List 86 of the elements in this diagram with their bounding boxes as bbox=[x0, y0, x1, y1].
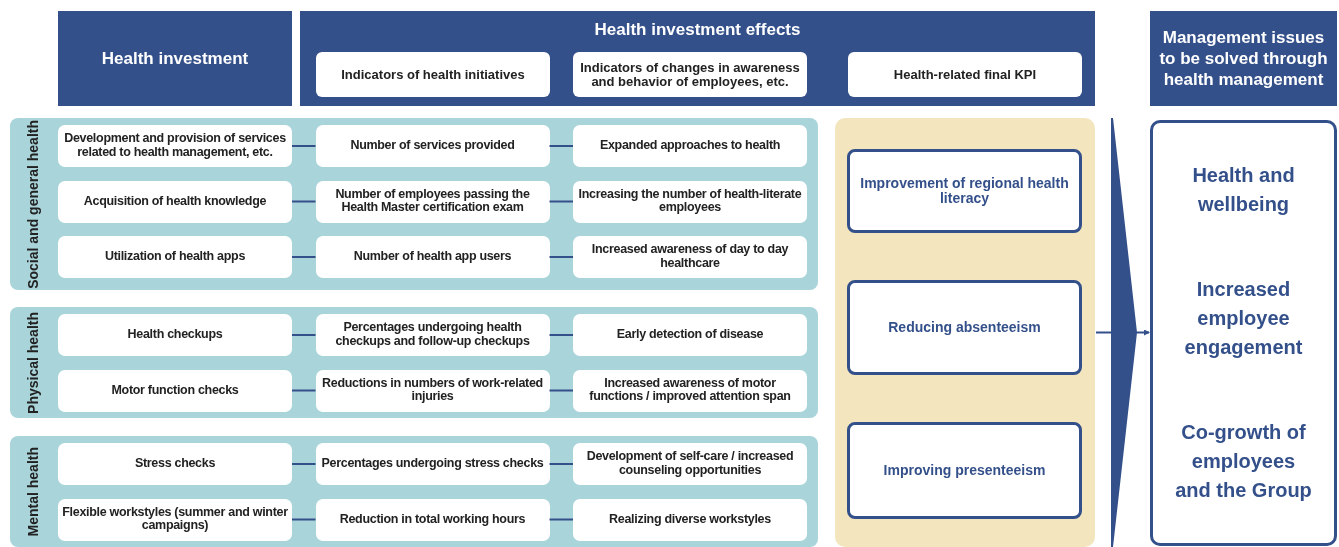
item-text: Utilization of health apps bbox=[103, 250, 247, 264]
item-box bbox=[58, 125, 292, 167]
connector-line bbox=[548, 256, 574, 258]
item-box bbox=[315, 369, 550, 412]
item-text: Realizing diverse workstyles bbox=[608, 512, 772, 527]
column-header-text: Health-related final KPI bbox=[892, 67, 1038, 82]
category-label: Social and general health bbox=[24, 119, 43, 289]
item-box bbox=[58, 443, 292, 485]
item-box bbox=[315, 314, 550, 356]
item-box bbox=[58, 314, 292, 356]
issue-text: Increased employee engagement bbox=[1183, 277, 1304, 360]
header-band bbox=[1150, 11, 1337, 106]
header-text: Health investment effects bbox=[593, 21, 802, 40]
item-box bbox=[315, 125, 550, 167]
item-box bbox=[58, 369, 292, 412]
header-band bbox=[58, 11, 292, 106]
header-text: Health investment bbox=[100, 47, 250, 70]
item-box bbox=[315, 180, 550, 223]
item-text: Number of employees passing the Health Master certification exam bbox=[334, 187, 531, 216]
header-band bbox=[300, 11, 1095, 106]
item-box bbox=[573, 498, 807, 541]
item-text: Increasing the number of health-literate employees bbox=[577, 187, 803, 216]
connector-line bbox=[291, 145, 317, 147]
connector-line bbox=[291, 334, 317, 336]
column-header-text: Indicators of changes in awareness and behavior of employees, etc. bbox=[579, 60, 801, 89]
kpi-panel bbox=[835, 118, 1095, 547]
item-text: Number of health app users bbox=[352, 250, 513, 264]
kpi-box bbox=[847, 149, 1082, 233]
item-box bbox=[573, 236, 807, 278]
column-header bbox=[573, 52, 807, 97]
connector-line bbox=[548, 334, 574, 336]
connector-line bbox=[548, 145, 574, 147]
connector-line bbox=[548, 518, 574, 521]
item-text: Early detection of disease bbox=[615, 328, 765, 342]
item-box bbox=[573, 314, 807, 356]
connector-line bbox=[291, 256, 317, 258]
item-box bbox=[58, 180, 292, 223]
chevron-arrow bbox=[1095, 117, 1150, 547]
connector-line bbox=[291, 463, 317, 465]
kpi-text: Improving presenteeism bbox=[882, 462, 1047, 479]
item-text: Flexible workstyles (summer and winter campaigns) bbox=[61, 505, 289, 534]
item-text: Number of services provided bbox=[349, 139, 516, 153]
connector-line bbox=[291, 200, 317, 203]
item-text: Development and provision of services related to health management, etc. bbox=[63, 132, 287, 160]
item-box bbox=[315, 498, 550, 541]
column-header-text: Indicators of health initiatives bbox=[340, 67, 526, 82]
kpi-text: Improvement of regional health literacy bbox=[859, 175, 1070, 207]
item-box bbox=[58, 498, 292, 541]
item-box bbox=[573, 180, 807, 223]
item-box bbox=[315, 236, 550, 278]
kpi-box bbox=[847, 422, 1082, 519]
category-band bbox=[10, 118, 818, 290]
item-text: Percentages undergoing health checkups and follow-up checkups bbox=[334, 321, 531, 349]
issue-text: Health and wellbeing bbox=[1191, 163, 1296, 217]
item-text: Health checkups bbox=[126, 328, 224, 342]
item-box bbox=[573, 369, 807, 412]
category-band bbox=[10, 307, 818, 418]
column-header bbox=[316, 52, 550, 97]
item-box bbox=[315, 443, 550, 485]
item-text: Motor function checks bbox=[110, 383, 240, 398]
connector-line bbox=[291, 518, 317, 521]
category-label: Physical health bbox=[24, 311, 43, 414]
item-text: Acquisition of health knowledge bbox=[82, 194, 268, 209]
connector-line bbox=[291, 389, 317, 392]
item-box bbox=[573, 443, 807, 485]
item-box bbox=[58, 236, 292, 278]
issues-box bbox=[1150, 120, 1337, 546]
item-text: Reductions in numbers of work-related injuries bbox=[321, 376, 544, 405]
connector-line bbox=[548, 200, 574, 203]
connector-line bbox=[548, 463, 574, 465]
column-header bbox=[848, 52, 1082, 97]
item-text: Reduction in total working hours bbox=[338, 512, 527, 527]
item-text: Development of self-care / increased counseling opportunities bbox=[585, 450, 795, 478]
item-text: Expanded approaches to health bbox=[598, 139, 782, 153]
item-text: Increased awareness of day to day healthcare bbox=[590, 243, 790, 271]
item-text: Percentages undergoing stress checks bbox=[320, 457, 545, 471]
category-label: Mental health bbox=[24, 446, 43, 537]
issue-text: Co-growth of employees and the Group bbox=[1174, 420, 1313, 503]
connector-line bbox=[548, 389, 574, 392]
item-box bbox=[573, 125, 807, 167]
header-text: Management issues to be solved through health management bbox=[1158, 26, 1329, 91]
category-band bbox=[10, 436, 818, 547]
item-text: Stress checks bbox=[133, 457, 217, 471]
item-text: Increased awareness of motor functions / improved attention span bbox=[588, 376, 792, 405]
kpi-box bbox=[847, 280, 1082, 375]
kpi-text: Reducing absenteeism bbox=[887, 319, 1042, 336]
